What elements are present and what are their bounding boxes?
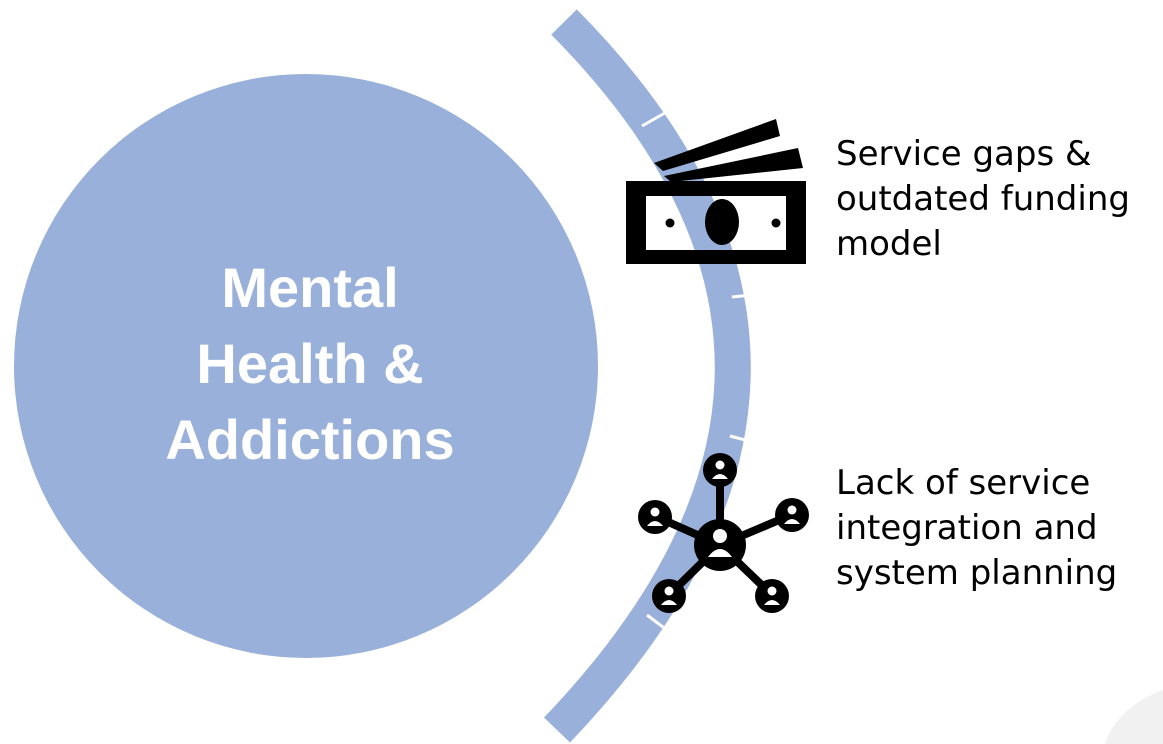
- arc-separators: [641, 104, 771, 639]
- center-title-line: Health &: [196, 332, 424, 395]
- service-gaps-label: Service gaps & outdated funding model: [836, 132, 1156, 267]
- money-icon: [626, 119, 806, 264]
- network-people-icon: [638, 453, 809, 613]
- center-title-line: Mental: [221, 256, 399, 319]
- label-line: Lack of service: [836, 463, 1091, 503]
- label-line: Service gaps &: [836, 134, 1092, 174]
- label-line: outdated funding: [836, 179, 1130, 219]
- label-line: model: [836, 224, 942, 264]
- center-circle: [14, 74, 598, 658]
- corner-decoration: [1105, 690, 1163, 744]
- service-integration-label: Lack of service integration and system p…: [836, 461, 1156, 596]
- label-line: integration and: [836, 508, 1098, 548]
- label-line: system planning: [836, 553, 1118, 593]
- center-title-line: Addictions: [165, 408, 455, 471]
- center-title: Mental Health & Addictions: [60, 250, 560, 478]
